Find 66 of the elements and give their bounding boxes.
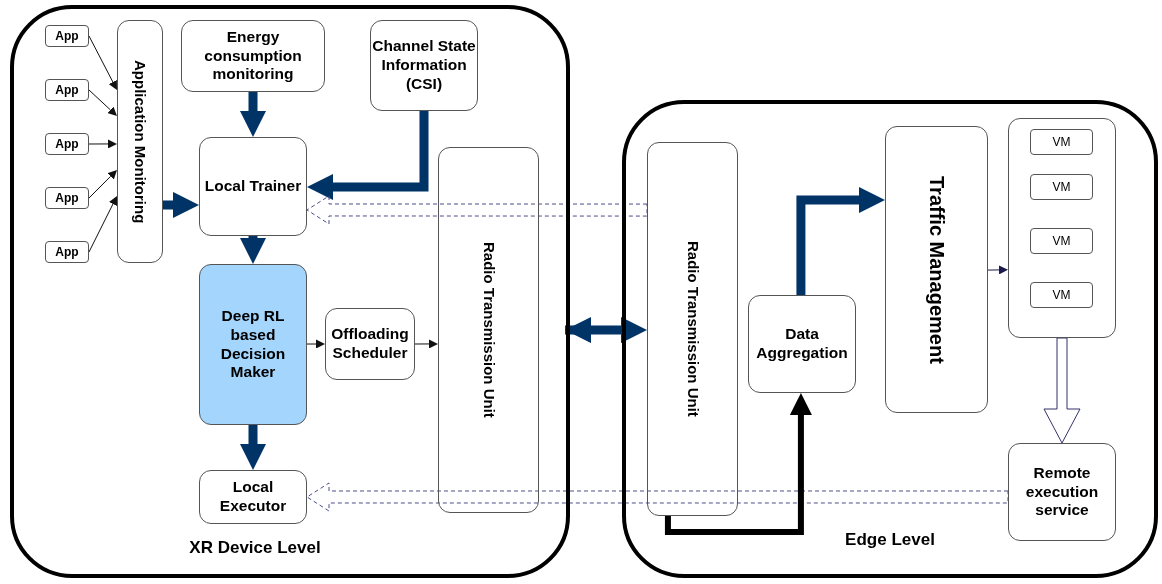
process-box [885,126,988,413]
vm-group-box [1008,118,1116,338]
node-label: Offloading Scheduler [330,325,410,363]
level-panel [10,5,570,578]
arrow [306,339,325,349]
node-label: VM [1052,134,1071,150]
arrow [88,89,117,116]
process-box [45,133,89,155]
thick-arrow [796,187,885,295]
process-box [181,20,325,92]
process-box [370,20,478,111]
node-label: App [55,28,79,44]
node-label: VM [1052,233,1071,249]
process-box [45,241,89,263]
level-title: XR Device Level [188,538,322,559]
process-box [325,308,415,380]
process-box [748,295,856,393]
node-label: Deep RL based Decision Maker [219,306,287,383]
arrow [414,339,438,349]
arrow [88,169,117,199]
level-title: Edge Level [844,530,936,551]
node-label: Application Monitoring [131,59,150,224]
thick-arrow [1043,337,1081,444]
arrow [88,195,117,253]
dashed-arrow [306,195,648,225]
thick-arrow [664,393,812,535]
process-box [45,79,89,101]
thick-arrow [240,425,266,470]
process-box [647,142,738,516]
process-box [199,137,307,236]
process-box [1030,174,1093,200]
node-label: App [55,82,79,98]
arrow [987,265,1008,275]
process-box [45,187,89,209]
node-label: VM [1052,287,1071,303]
thick-arrow [307,111,429,200]
node-label: Local Trainer [204,177,302,196]
dashed-arrow [306,482,1009,512]
thick-arrow [163,191,199,218]
node-label: App [55,244,79,260]
arrow [88,139,117,149]
process-box [1030,129,1093,155]
node-label: VM [1052,179,1071,195]
node-label: Data Aggregation [755,325,849,363]
thick-arrow [240,236,266,264]
process-box [1030,282,1093,308]
process-box [45,25,89,47]
process-box [199,470,307,524]
node-label: Radio Transmission Unit [479,242,498,418]
node-label: Radio Transmission Unit [683,241,702,417]
node-label: App [55,190,79,206]
thick-arrow [565,317,647,344]
node-label: Traffic Management [924,175,949,364]
node-label: Local Executor [218,478,288,516]
thick-arrow [240,92,266,137]
process-box [438,147,539,513]
node-label: Channel State Information (CSI) [371,37,477,94]
node-label: Energy consumption monitoring [203,27,303,85]
arrow [88,35,117,90]
highlighted-box [199,264,307,425]
node-label: Remote execution service [1024,463,1100,521]
process-box [1030,228,1093,254]
process-box [1008,443,1116,541]
node-label: App [55,136,79,152]
process-box [117,20,163,263]
level-panel [622,100,1158,578]
